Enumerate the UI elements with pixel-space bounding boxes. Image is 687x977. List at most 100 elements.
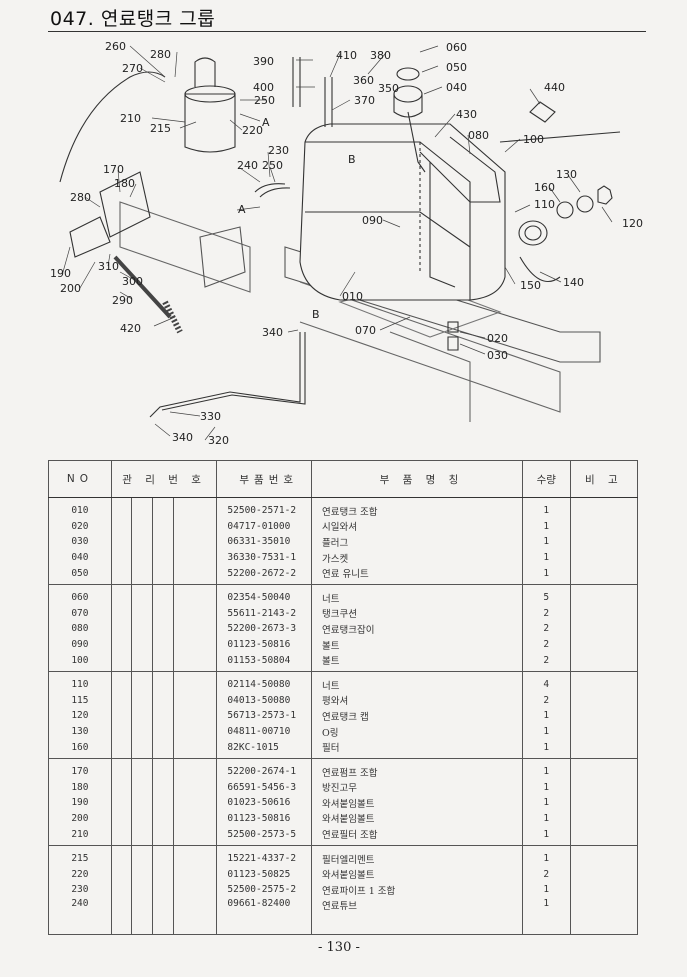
callout-110: 110 — [534, 198, 555, 211]
callout-010: 010 — [342, 290, 363, 303]
cell-mgmt-1 — [110, 779, 133, 796]
cell-part-name: 너트 — [311, 671, 523, 693]
callout-100: 100 — [523, 133, 544, 146]
cell-remarks — [569, 549, 639, 566]
cell-mgmt-4 — [172, 723, 218, 740]
cell-mgmt-2 — [131, 708, 154, 724]
cell-mgmt-1 — [110, 497, 133, 519]
callout-170: 170 — [103, 163, 124, 176]
cell-part-name: 시일와셔 — [311, 518, 523, 535]
cell-no: 100 — [48, 652, 112, 672]
cell-part-name: 연료펌프 조합 — [311, 758, 523, 780]
cell-quantity: 2 — [521, 621, 571, 637]
callout-270: 270 — [122, 62, 143, 75]
cell-part-number: 52200-2672-2 — [216, 565, 313, 585]
cell-mgmt-3 — [152, 497, 174, 519]
callout-130: 130 — [556, 168, 577, 181]
cell-remarks — [569, 621, 639, 637]
header-remarks: 비 고 — [569, 460, 639, 498]
cell-mgmt-4 — [172, 565, 218, 585]
cell-mgmt-2 — [131, 739, 154, 759]
cell-remarks — [569, 897, 639, 935]
cell-part-name: 연료탱크잡이 — [311, 621, 523, 637]
cell-part-number: 06331-35010 — [216, 534, 313, 550]
cell-part-name: 너트 — [311, 584, 523, 606]
table-header-row: NO 관 리 번 호 부품번호 부 품 명 칭 수량 비 고 — [48, 460, 639, 498]
cell-mgmt-1 — [110, 723, 133, 740]
cell-mgmt-1 — [110, 584, 133, 606]
cell-mgmt-3 — [152, 518, 174, 535]
callout-215: 215 — [150, 122, 171, 135]
cell-part-number: 02114-50080 — [216, 671, 313, 693]
cell-mgmt-2 — [131, 621, 154, 637]
callout-430: 430 — [456, 108, 477, 121]
cell-part-number: 01123-50816 — [216, 636, 313, 653]
header-management-number: 관 리 번 호 — [110, 460, 218, 498]
cell-part-number: 01153-50804 — [216, 652, 313, 672]
cell-quantity: 1 — [521, 565, 571, 585]
cell-no: 110 — [48, 671, 112, 693]
cell-remarks — [569, 692, 639, 709]
cell-mgmt-2 — [131, 671, 154, 693]
cell-mgmt-1 — [110, 810, 133, 827]
cell-mgmt-2 — [131, 795, 154, 811]
cell-mgmt-4 — [172, 866, 218, 883]
cell-mgmt-3 — [152, 845, 174, 867]
cell-quantity: 2 — [521, 692, 571, 709]
cell-remarks — [569, 671, 639, 693]
header-part-number: 부품번호 — [216, 460, 313, 498]
cell-part-number: 52200-2673-3 — [216, 621, 313, 637]
cell-quantity: 1 — [521, 708, 571, 724]
callout-120: 120 — [622, 217, 643, 230]
cell-no: 240 — [48, 897, 112, 935]
cell-remarks — [569, 845, 639, 867]
callout-B: B — [348, 153, 356, 166]
cell-remarks — [569, 518, 639, 535]
cell-part-name: 연료 유니트 — [311, 565, 523, 585]
cell-quantity: 1 — [521, 779, 571, 796]
cell-mgmt-1 — [110, 621, 133, 637]
cell-mgmt-2 — [131, 692, 154, 709]
cell-mgmt-4 — [172, 739, 218, 759]
callout-160: 160 — [534, 181, 555, 194]
callout-240: 240 — [237, 159, 258, 172]
cell-mgmt-4 — [172, 652, 218, 672]
cell-mgmt-3 — [152, 671, 174, 693]
cell-remarks — [569, 882, 639, 898]
cell-mgmt-3 — [152, 636, 174, 653]
cell-mgmt-4 — [172, 882, 218, 898]
callout-370: 370 — [354, 94, 375, 107]
cell-mgmt-1 — [110, 739, 133, 759]
callout-280: 280 — [150, 48, 171, 61]
callout-020: 020 — [487, 332, 508, 345]
cell-mgmt-3 — [152, 584, 174, 606]
cell-mgmt-1 — [110, 549, 133, 566]
callout-060: 060 — [446, 41, 467, 54]
cell-mgmt-3 — [152, 810, 174, 827]
cell-mgmt-2 — [131, 897, 154, 935]
cell-part-name: 필터엘리멘트 — [311, 845, 523, 867]
cell-remarks — [569, 758, 639, 780]
cell-mgmt-1 — [110, 636, 133, 653]
cell-no: 070 — [48, 605, 112, 622]
cell-quantity: 5 — [521, 584, 571, 606]
callout-420: 420 — [120, 322, 141, 335]
callout-030: 030 — [487, 349, 508, 362]
cell-part-number: 56713-2573-1 — [216, 708, 313, 724]
cell-mgmt-2 — [131, 810, 154, 827]
cell-mgmt-3 — [152, 549, 174, 566]
cell-mgmt-2 — [131, 652, 154, 672]
cell-part-number: 02354-50040 — [216, 584, 313, 606]
cell-part-name: 필터 — [311, 739, 523, 759]
cell-no: 030 — [48, 534, 112, 550]
cell-part-number: 09661-82400 — [216, 897, 313, 935]
callout-340b: 340 — [172, 431, 193, 444]
